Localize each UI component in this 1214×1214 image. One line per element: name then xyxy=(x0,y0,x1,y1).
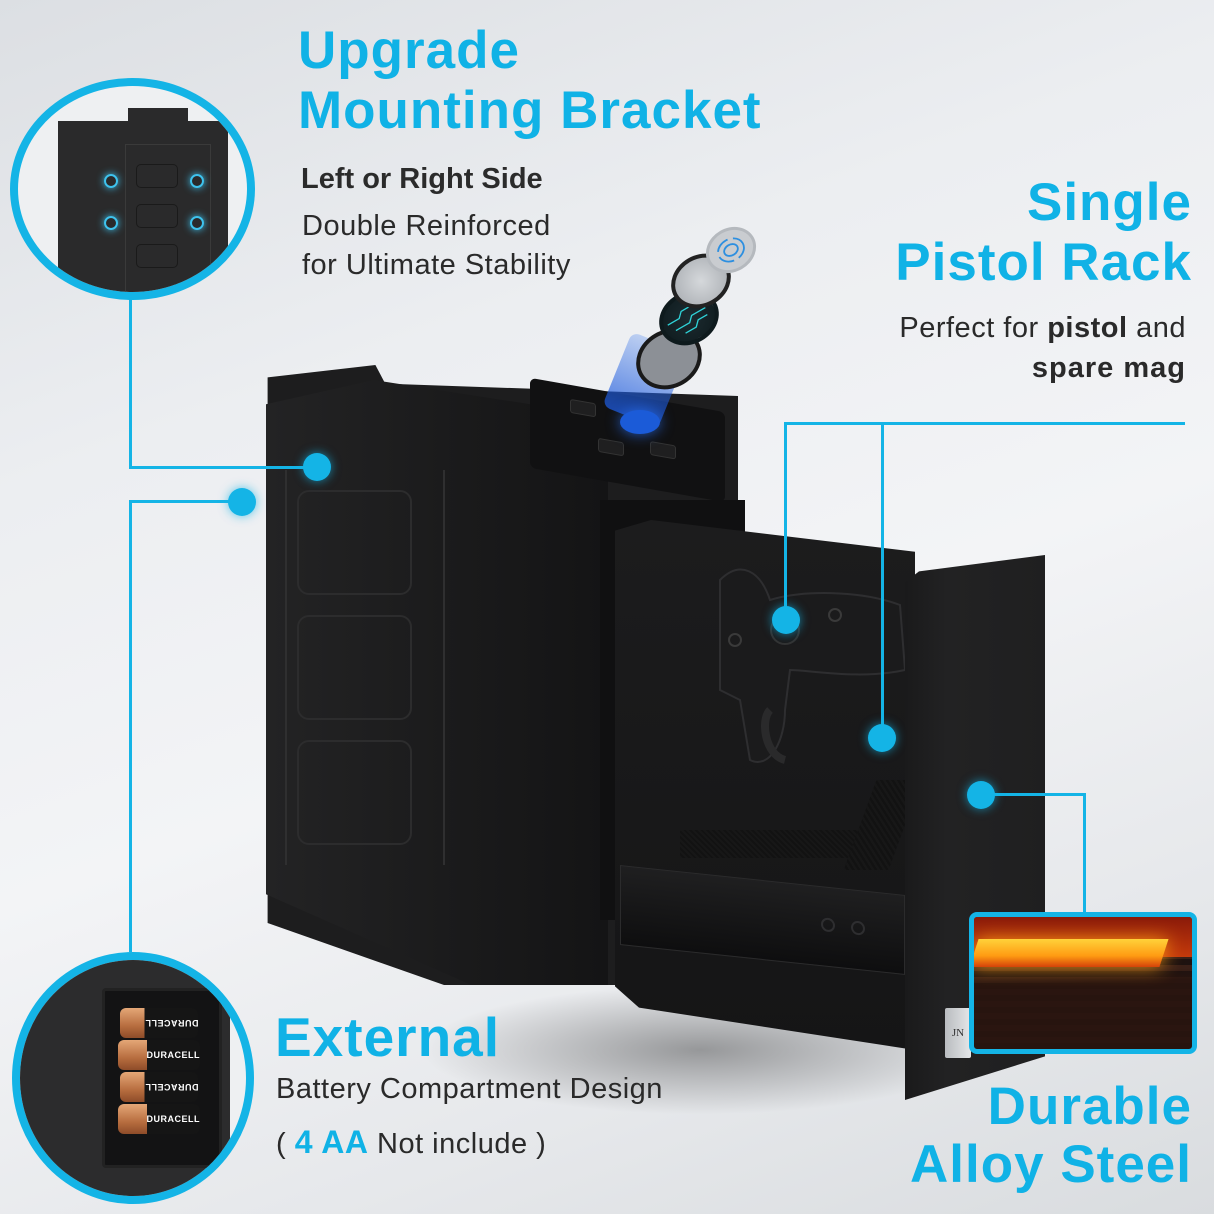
screw-hole-highlight-icon xyxy=(104,174,118,188)
battery-count-highlight: 4 AA xyxy=(294,1124,369,1160)
battery-inset: DURACELL DURACELL DURACELL DURACELL xyxy=(12,952,254,1204)
callout-dot-pistol xyxy=(772,606,800,634)
mounting-desc-line1: Double Reinforced xyxy=(302,210,551,242)
keypad-button xyxy=(650,440,676,460)
bracket-frame xyxy=(125,144,211,292)
hot-steel-inset xyxy=(969,912,1197,1054)
callout-line-mounting xyxy=(129,466,317,469)
screw-hole-highlight-icon xyxy=(190,174,204,188)
fingerprint-icon xyxy=(717,237,745,263)
keypad-button xyxy=(570,398,596,418)
keypad-button xyxy=(598,437,624,457)
circuit-layer-disc xyxy=(649,279,729,357)
callout-line-rack xyxy=(784,422,1185,425)
fingerprint-sensor-icon xyxy=(620,410,660,434)
rail-screw xyxy=(821,917,835,933)
steel-title-line1: Durable xyxy=(987,1077,1192,1136)
mounting-desc-line2: for Ultimate Stability xyxy=(302,249,571,281)
callout-line-steel xyxy=(980,793,1085,796)
battery-title: External xyxy=(275,1006,501,1068)
bracket-slot xyxy=(297,615,412,720)
bracket-slot xyxy=(136,244,178,268)
bracket-plate xyxy=(58,121,228,292)
battery: DURACELL xyxy=(118,1104,200,1134)
callout-dot-battery xyxy=(228,488,256,516)
battery: DURACELL xyxy=(120,1072,198,1102)
bracket-slot xyxy=(136,204,178,228)
callout-line-battery xyxy=(129,500,132,952)
callout-dot-steel xyxy=(967,781,995,809)
bracket-slot xyxy=(297,740,412,845)
molten-steel-slab xyxy=(974,939,1169,967)
screw-hole-highlight-icon xyxy=(104,216,118,230)
rack-desc-line2: spare mag xyxy=(1031,352,1186,384)
mounting-title-line2: Mounting Bracket xyxy=(298,81,762,140)
callout-line-steel xyxy=(1083,793,1086,913)
mounting-bracket-inset xyxy=(10,78,255,300)
fingerprint-top-disc xyxy=(697,217,765,283)
callout-line-rack xyxy=(784,422,787,620)
safe-side-panel xyxy=(266,380,608,985)
screw-hole-highlight-icon xyxy=(190,216,204,230)
callout-dot-mounting xyxy=(303,453,331,481)
brand-nameplate: JN xyxy=(945,1008,971,1058)
callout-dot-mag xyxy=(868,724,896,752)
steel-title-line2: Alloy Steel xyxy=(910,1135,1192,1194)
bracket-slot xyxy=(136,164,178,188)
callout-line-mounting xyxy=(129,298,132,468)
battery: DURACELL xyxy=(118,1040,200,1070)
rack-title-line1: Single xyxy=(1026,173,1192,232)
bracket-tab xyxy=(128,108,188,148)
callout-line-rack xyxy=(881,422,884,738)
mounting-subtitle: Left or Right Side xyxy=(301,163,543,195)
mounting-title-line1: Upgrade xyxy=(298,21,520,80)
battery-desc-line2: ( 4 AA Not include ) xyxy=(276,1124,547,1160)
rack-title-line2: Pistol Rack xyxy=(895,233,1192,292)
pistol-icon xyxy=(719,568,907,764)
battery-desc-line1: Battery Compartment Design xyxy=(276,1073,663,1105)
circuit-icon xyxy=(667,304,708,334)
bracket-slot xyxy=(297,490,412,595)
rail-screw xyxy=(851,920,865,936)
callout-line-battery xyxy=(129,500,241,503)
mounting-bracket xyxy=(285,470,445,865)
rack-desc-line1: Perfect for pistol and xyxy=(899,312,1186,344)
battery: DURACELL xyxy=(120,1008,198,1038)
